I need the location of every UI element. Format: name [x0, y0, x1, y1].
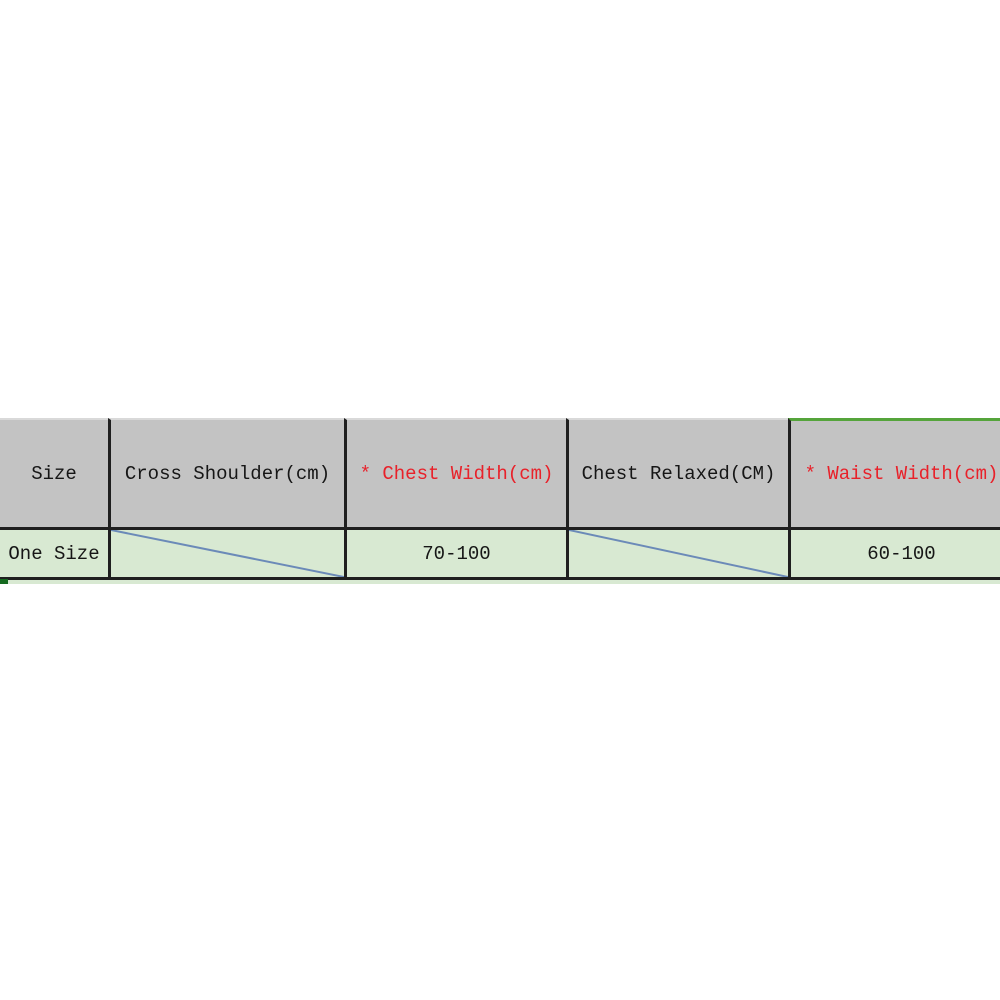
header-label-cross-shoulder: Cross Shoulder(cm) — [124, 462, 331, 485]
waist-width-value: 60-100 — [867, 542, 936, 565]
cell-cross-shoulder-value — [108, 530, 344, 577]
header-label-chest-width: * Chest Width(cm) — [359, 462, 554, 485]
selection-corner-marker — [0, 579, 8, 584]
header-cell-chest-width: * Chest Width(cm) — [344, 418, 566, 527]
diagonal-na-line — [569, 530, 788, 577]
header-cell-cross-shoulder: Cross Shoulder(cm) — [108, 418, 344, 527]
chest-width-value: 70-100 — [422, 542, 491, 565]
header-cell-size: Size — [0, 418, 108, 527]
header-cell-chest-relaxed: Chest Relaxed(CM) — [566, 418, 788, 527]
diagonal-na-line — [111, 530, 344, 577]
header-label-size: Size — [31, 462, 77, 485]
cell-size-value: One Size — [0, 530, 108, 577]
table-data-row: One Size 70-100 60-100 — [0, 527, 1000, 580]
cell-waist-width-value: 60-100 — [788, 530, 1000, 577]
cell-chest-width-value: 70-100 — [344, 530, 566, 577]
table-header-row: Size Cross Shoulder(cm) * Chest Width(cm… — [0, 418, 1000, 527]
size-value: One Size — [8, 542, 100, 565]
size-chart-table: Size Cross Shoulder(cm) * Chest Width(cm… — [0, 418, 1000, 584]
header-label-waist-width: * Waist Width(cm) — [804, 463, 999, 485]
next-row-sliver — [0, 579, 1000, 584]
header-cell-waist-width: * Waist Width(cm) — [788, 418, 1000, 527]
cell-chest-relaxed-value — [566, 530, 788, 577]
header-label-chest-relaxed: Chest Relaxed(CM) — [581, 462, 776, 485]
